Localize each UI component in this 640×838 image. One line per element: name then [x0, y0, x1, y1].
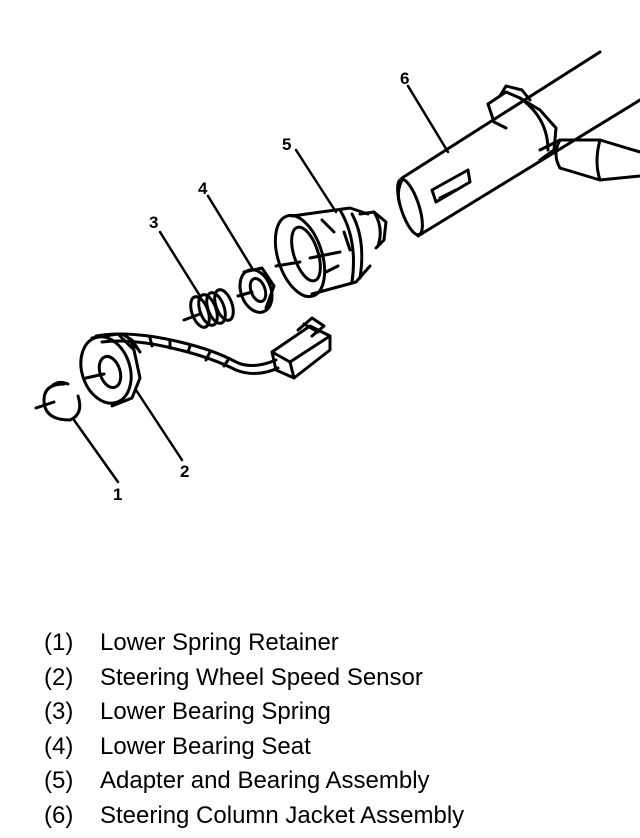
legend-text: Adapter and Bearing Assembly: [100, 767, 430, 795]
legend-text: Steering Column Jacket Assembly: [100, 801, 465, 829]
steering-column-jacket: [396, 50, 640, 238]
leader-line-6: [406, 84, 450, 154]
callout-1: 1: [113, 485, 122, 504]
legend-text: Lower Spring Retainer: [100, 629, 339, 656]
legend-item: (6) Steering Column Jacket Assembly: [44, 799, 464, 834]
leader-line-3: [158, 230, 202, 298]
callout-4: 4: [198, 179, 208, 198]
legend-item: (5) Adapter and Bearing Assembly: [44, 764, 464, 799]
legend-text: Lower Bearing Seat: [100, 732, 311, 760]
legend-text: Steering Wheel Speed Sensor: [100, 663, 423, 691]
leader-line-4: [206, 194, 254, 270]
legend-item: (1) Lower Spring Retainer: [44, 626, 464, 661]
callout-6: 6: [400, 69, 409, 88]
callout-3: 3: [149, 213, 158, 232]
leader-line-5: [294, 148, 338, 214]
lower-spring-retainer: [34, 380, 82, 422]
legend-number: (1): [44, 629, 74, 656]
legend-number: (6): [44, 801, 74, 829]
leader-lines: [72, 84, 450, 484]
lower-bearing-seat: [236, 266, 276, 314]
callout-5: 5: [282, 135, 291, 154]
parts-legend: (1) Lower Spring Retainer (2) Steering Whe…: [44, 626, 464, 834]
exploded-view-diagram: 1 2 3 4 5 6: [34, 50, 640, 504]
legend-number: (4): [44, 732, 74, 760]
leader-line-1: [72, 418, 120, 484]
legend-item: (3) Lower Bearing Spring: [44, 695, 464, 730]
legend-number: (2): [44, 663, 74, 691]
adapter-and-bearing-assembly: [273, 206, 388, 299]
legend-number: (5): [44, 767, 74, 795]
leader-line-2: [134, 388, 184, 462]
legend-text: Lower Bearing Spring: [100, 698, 331, 726]
callout-2: 2: [180, 462, 189, 481]
legend-item: (2) Steering Wheel Speed Sensor: [44, 661, 464, 696]
legend-number: (3): [44, 698, 74, 726]
lower-bearing-spring: [182, 288, 235, 329]
legend-item: (4) Lower Bearing Seat: [44, 730, 464, 765]
steering-wheel-speed-sensor: [79, 316, 332, 408]
